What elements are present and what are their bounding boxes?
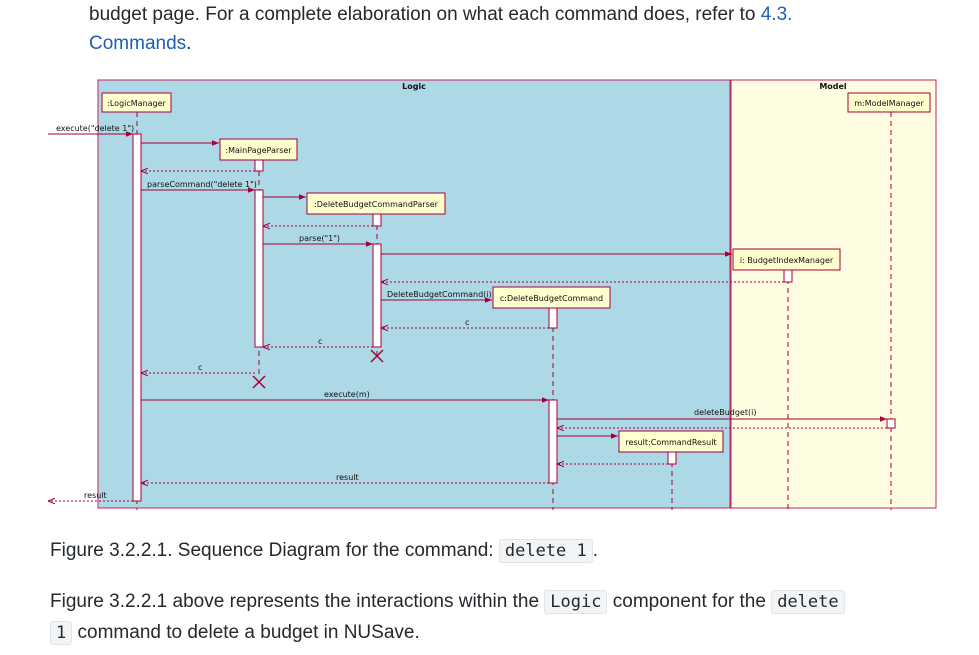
sequence-diagram: Logic Model :LogicManager :MainPageParse… (48, 79, 937, 510)
activation-delete-budget-command-parser (372, 213, 382, 227)
participant-budget-index-manager-label: i: BudgetIndexManager (740, 256, 834, 265)
label-return-c-1: c (465, 318, 469, 327)
label-execute-delete: execute("delete 1") (56, 124, 134, 133)
label-result-2: result (84, 491, 107, 500)
label-new-delete-command: DeleteBudgetCommand(i) (387, 290, 492, 299)
body-line-1: Figure 3.2.2.1 above represents the inte… (50, 587, 845, 617)
label-return-c-3: c (198, 363, 202, 372)
participant-command-result-label: result:CommandResult (625, 438, 716, 447)
destroy-mark-delete-budget-command-parser (370, 349, 384, 363)
figure-caption: Figure 3.2.2.1. Sequence Diagram for the… (50, 536, 598, 566)
caption-code: delete 1 (498, 539, 593, 563)
caption-text: Figure 3.2.2.1. Sequence Diagram for the… (50, 540, 499, 561)
intro-line-2: Commands. (89, 29, 191, 59)
participant-logic-manager-label: :LogicManager (107, 99, 166, 108)
commands-link[interactable]: Commands (89, 33, 187, 54)
intro-line-1: budget page. For a complete elaboration … (89, 0, 792, 30)
participant-main-page-parser-label: :MainPageParser (225, 146, 292, 155)
intro-period: . (186, 33, 192, 54)
activation-main-page-parser-2 (254, 189, 264, 348)
model-box-title: Model (819, 82, 847, 91)
participant-model-manager-label: m:ModelManager (854, 99, 924, 108)
body-text-2: component for the (607, 591, 772, 612)
participant-delete-budget-command-label: c:DeleteBudgetCommand (500, 294, 603, 303)
destroy-mark-main-page-parser (252, 375, 266, 389)
activation-model-manager (886, 418, 896, 429)
label-result-1: result (336, 473, 359, 482)
label-parse-1: parse("1") (299, 234, 340, 243)
label-return-c-2: c (318, 337, 322, 346)
caption-period: . (592, 540, 599, 561)
label-delete-budget: deleteBudget(i) (694, 408, 756, 417)
code-1: 1 (50, 621, 73, 645)
activation-delete-budget-command-parser-2 (372, 243, 382, 348)
intro-text: budget page. For a complete elaboration … (89, 4, 761, 25)
label-execute-m: execute(m) (324, 390, 370, 399)
participant-model-manager (847, 92, 931, 113)
participant-logic-manager (101, 92, 172, 113)
activation-command-result (667, 451, 677, 465)
activation-main-page-parser (254, 159, 264, 172)
body-line-2: 1 command to delete a budget in NUSave. (50, 618, 420, 648)
code-logic: Logic (544, 590, 608, 614)
activation-delete-budget-command (548, 307, 558, 329)
activation-budget-index-manager (783, 269, 793, 283)
label-parse-command: parseCommand("delete 1") (147, 180, 257, 189)
activation-delete-budget-command-2 (548, 399, 558, 484)
logic-box-title: Logic (402, 82, 426, 91)
body-text-3: command to delete a budget in NUSave. (72, 622, 420, 643)
model-box (730, 79, 937, 509)
section-link-4-3[interactable]: 4.3. (760, 4, 793, 25)
body-text-1: Figure 3.2.2.1 above represents the inte… (50, 591, 545, 612)
code-delete: delete (771, 590, 845, 614)
activation-logic-manager (132, 133, 142, 502)
participant-delete-budget-command-parser-label: :DeleteBudgetCommandParser (314, 200, 439, 209)
